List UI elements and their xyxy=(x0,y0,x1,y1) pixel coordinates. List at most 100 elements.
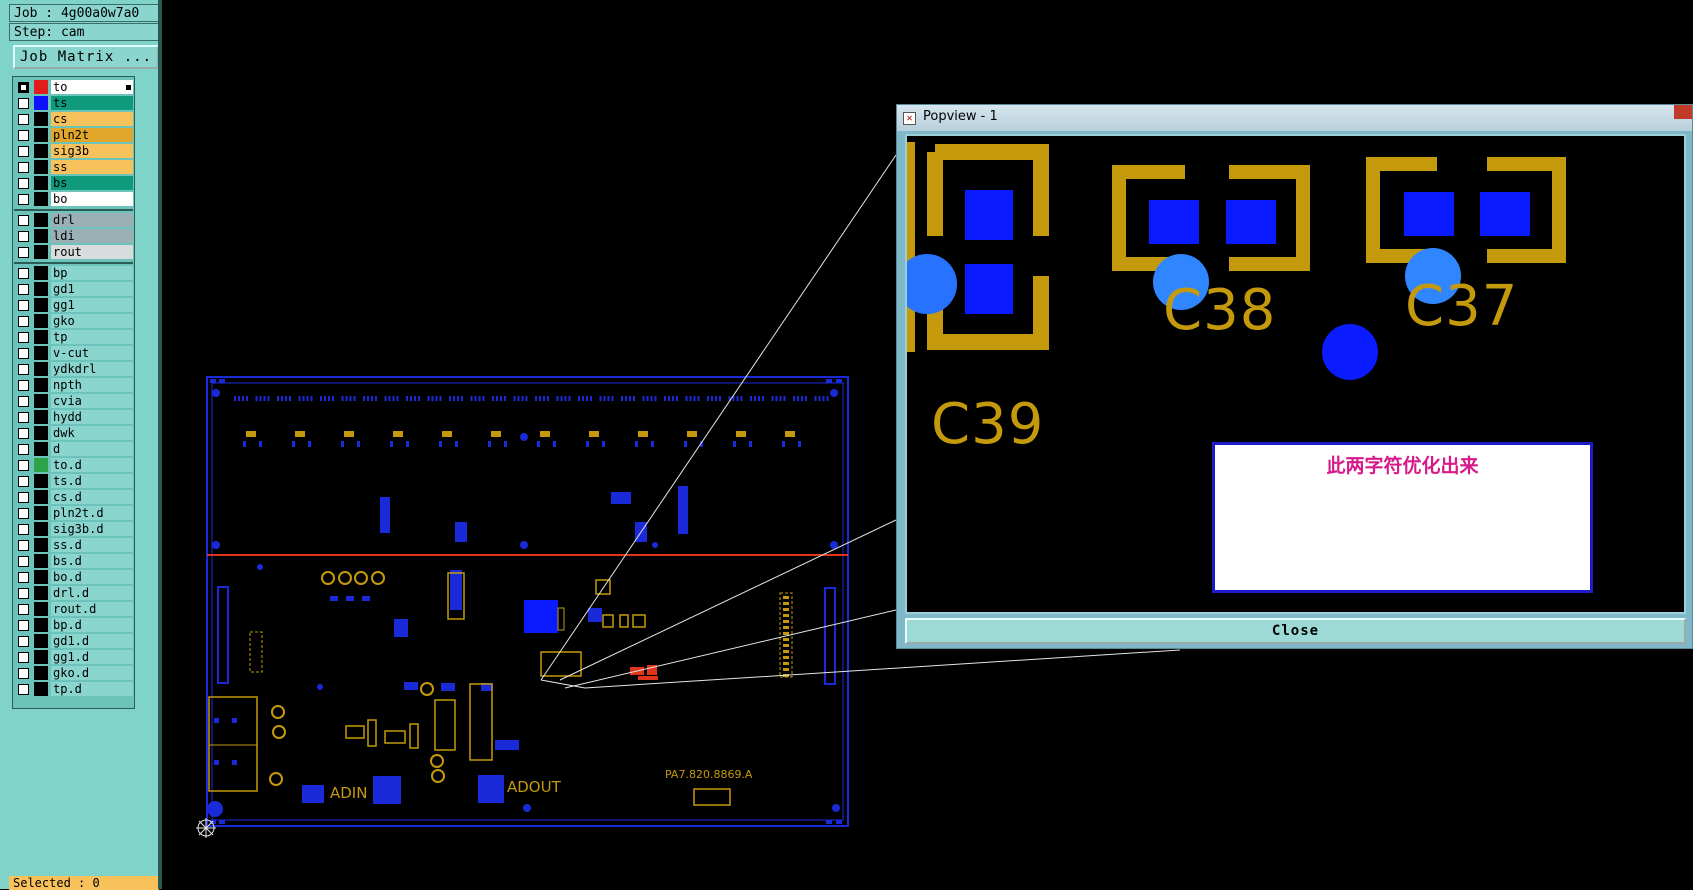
layer-color-swatch[interactable] xyxy=(34,602,48,616)
layer-row-to-d[interactable]: to.d xyxy=(16,458,133,473)
layer-checkbox[interactable] xyxy=(18,460,29,471)
layer-row-hydd[interactable]: hydd xyxy=(16,410,133,425)
layer-color-swatch[interactable] xyxy=(34,650,48,664)
layer-checkbox[interactable] xyxy=(18,508,29,519)
layer-name[interactable]: hydd xyxy=(51,410,133,424)
layer-row-gko-d[interactable]: gko.d xyxy=(16,666,133,681)
popview-window[interactable]: ✕ Popview - 1 xyxy=(896,104,1693,649)
layer-name[interactable]: pln2t.d xyxy=(51,506,133,520)
layer-name[interactable]: bp.d xyxy=(51,618,133,632)
layer-checkbox[interactable] xyxy=(18,194,29,205)
layer-row-tp[interactable]: tp xyxy=(16,330,133,345)
layer-color-swatch[interactable] xyxy=(34,474,48,488)
layer-row-dwk[interactable]: dwk xyxy=(16,426,133,441)
layer-name[interactable]: pln2t xyxy=(51,128,133,142)
layer-name[interactable]: gko xyxy=(51,314,133,328)
layer-row-bo-d[interactable]: bo.d xyxy=(16,570,133,585)
layer-name[interactable]: gg1 xyxy=(51,298,133,312)
layer-row-ss[interactable]: ss xyxy=(16,160,133,175)
layer-row-gd1[interactable]: gd1 xyxy=(16,282,133,297)
layer-checkbox[interactable] xyxy=(18,247,29,258)
layer-name[interactable]: bp xyxy=(51,266,133,280)
layer-row-ss-d[interactable]: ss.d xyxy=(16,538,133,553)
layer-color-swatch[interactable] xyxy=(34,128,48,142)
layer-checkbox[interactable] xyxy=(18,348,29,359)
layer-color-swatch[interactable] xyxy=(34,458,48,472)
layer-row-tp-d[interactable]: tp.d xyxy=(16,682,133,697)
layer-row-gko[interactable]: gko xyxy=(16,314,133,329)
layer-color-swatch[interactable] xyxy=(34,634,48,648)
layer-checkbox[interactable] xyxy=(18,114,29,125)
layer-row-gg1-d[interactable]: gg1.d xyxy=(16,650,133,665)
layer-color-swatch[interactable] xyxy=(34,538,48,552)
layer-checkbox[interactable] xyxy=(18,396,29,407)
layer-color-swatch[interactable] xyxy=(34,506,48,520)
panel-divider[interactable] xyxy=(158,0,162,889)
layer-row-sig3b[interactable]: sig3b xyxy=(16,144,133,159)
layer-row-bs-d[interactable]: bs.d xyxy=(16,554,133,569)
layer-row-ts[interactable]: ts xyxy=(16,96,133,111)
layer-checkbox[interactable] xyxy=(18,146,29,157)
layer-name[interactable]: ldi xyxy=(51,229,133,243)
layer-color-swatch[interactable] xyxy=(34,378,48,392)
layer-color-swatch[interactable] xyxy=(34,346,48,360)
layer-color-swatch[interactable] xyxy=(34,410,48,424)
layer-row-npth[interactable]: npth xyxy=(16,378,133,393)
layer-name[interactable]: rout.d xyxy=(51,602,133,616)
layer-row-bo[interactable]: bo xyxy=(16,192,133,207)
layer-checkbox[interactable] xyxy=(18,620,29,631)
layer-checkbox[interactable] xyxy=(18,604,29,615)
layer-color-swatch[interactable] xyxy=(34,330,48,344)
layer-name[interactable]: cs.d xyxy=(51,490,133,504)
layer-name[interactable]: rout xyxy=(51,245,133,259)
layer-row-rout[interactable]: rout xyxy=(16,245,133,260)
layer-name[interactable]: sig3b xyxy=(51,144,133,158)
layer-name[interactable]: to.d xyxy=(51,458,133,472)
layer-name[interactable]: gko.d xyxy=(51,666,133,680)
layer-name[interactable]: tp xyxy=(51,330,133,344)
layer-color-swatch[interactable] xyxy=(34,362,48,376)
layer-color-swatch[interactable] xyxy=(34,112,48,126)
layer-color-swatch[interactable] xyxy=(34,229,48,243)
layer-row-bp[interactable]: bp xyxy=(16,266,133,281)
layer-name[interactable]: drl.d xyxy=(51,586,133,600)
layer-row-bs[interactable]: bs xyxy=(16,176,133,191)
layer-checkbox[interactable] xyxy=(18,300,29,311)
layer-color-swatch[interactable] xyxy=(34,586,48,600)
layer-row-to[interactable]: to xyxy=(16,80,133,95)
layer-checkbox[interactable] xyxy=(18,268,29,279)
layer-checkbox[interactable] xyxy=(18,215,29,226)
layer-row-ydkdrl[interactable]: ydkdrl xyxy=(16,362,133,377)
layer-row-gg1[interactable]: gg1 xyxy=(16,298,133,313)
layer-name[interactable]: gd1 xyxy=(51,282,133,296)
layer-row-drl-d[interactable]: drl.d xyxy=(16,586,133,601)
layer-checkbox[interactable] xyxy=(18,668,29,679)
layer-color-swatch[interactable] xyxy=(34,96,48,110)
layer-name[interactable]: v-cut xyxy=(51,346,133,360)
layer-color-swatch[interactable] xyxy=(34,554,48,568)
layer-color-swatch[interactable] xyxy=(34,394,48,408)
layer-color-swatch[interactable] xyxy=(34,442,48,456)
layer-name[interactable]: drl xyxy=(51,213,133,227)
layer-row-pln2t-d[interactable]: pln2t.d xyxy=(16,506,133,521)
layer-color-swatch[interactable] xyxy=(34,682,48,696)
layer-color-swatch[interactable] xyxy=(34,213,48,227)
layer-checkbox[interactable] xyxy=(18,524,29,535)
popview-titlebar[interactable]: ✕ Popview - 1 xyxy=(897,105,1692,131)
job-matrix-button[interactable]: Job Matrix ... xyxy=(13,45,159,69)
layer-color-swatch[interactable] xyxy=(34,426,48,440)
layer-checkbox[interactable] xyxy=(18,476,29,487)
layer-checkbox[interactable] xyxy=(18,492,29,503)
layer-row-sig3b-d[interactable]: sig3b.d xyxy=(16,522,133,537)
layer-checkbox[interactable] xyxy=(18,380,29,391)
layer-row-ts-d[interactable]: ts.d xyxy=(16,474,133,489)
layer-name[interactable]: bo.d xyxy=(51,570,133,584)
layer-name[interactable]: sig3b.d xyxy=(51,522,133,536)
layer-checkbox[interactable] xyxy=(18,684,29,695)
layer-row-ldi[interactable]: ldi xyxy=(16,229,133,244)
layer-checkbox[interactable] xyxy=(18,178,29,189)
layer-name[interactable]: gd1.d xyxy=(51,634,133,648)
layer-name[interactable]: bs.d xyxy=(51,554,133,568)
layer-checkbox[interactable] xyxy=(18,556,29,567)
